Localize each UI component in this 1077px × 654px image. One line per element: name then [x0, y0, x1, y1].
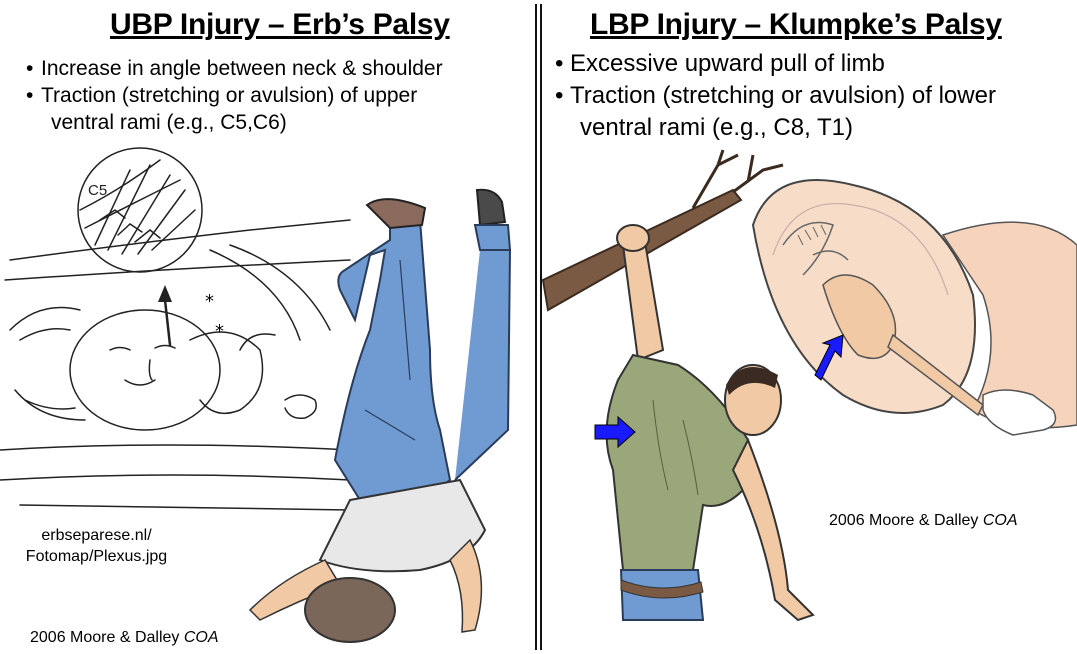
klumpkes-palsy-bullets: Excessive upward pull of limb Traction (… — [555, 48, 996, 144]
green-shirt — [605, 353, 750, 581]
hanging-arm — [731, 437, 815, 622]
left-credit: 2006 Moore & Dalley COA — [30, 629, 219, 646]
right-credit: 2006 Moore & Dalley COA — [829, 512, 1018, 529]
breech-delivery-illustration — [751, 179, 1077, 436]
svg-text:*: * — [215, 321, 224, 342]
svg-text:*: * — [205, 291, 214, 312]
erbs-palsy-bullets: Increase in angle between neck & shoulde… — [26, 55, 443, 136]
right-arm — [449, 538, 483, 633]
fallen-man-illustration — [248, 188, 512, 643]
jeans-legs — [333, 213, 452, 504]
right-boot — [475, 188, 507, 227]
man-head — [304, 577, 396, 643]
armpit-arrow-icon — [594, 415, 636, 449]
baby-head — [69, 309, 221, 431]
left-boot — [365, 198, 427, 230]
bullet-upper-rami-traction: Traction (stretching or avulsion) of upp… — [26, 82, 443, 136]
klumpkes-palsy-title: LBP Injury – Klumpke’s Palsy — [590, 8, 1002, 41]
traction-arrow-icon — [814, 334, 844, 381]
plexus-inset-circle — [77, 147, 203, 273]
bullet-upward-pull: Excessive upward pull of limb — [555, 48, 996, 80]
klumpkes-palsy-panel: LBP Injury – Klumpke’s Palsy Excessive u… — [541, 0, 1077, 654]
c5-label: C5 — [88, 182, 107, 199]
white-shirt — [318, 478, 487, 573]
panel-divider — [535, 4, 537, 650]
panel-divider — [540, 4, 542, 650]
erbs-palsy-title: UBP Injury – Erb’s Palsy — [110, 8, 450, 41]
bullet-neck-shoulder-angle: Increase in angle between neck & shoulde… — [26, 55, 443, 82]
image-source-url: erbseparese.nl/ Fotomap/Plexus.jpg — [25, 527, 168, 565]
bullet-lower-rami-traction: Traction (stretching or avulsion) of low… — [555, 80, 996, 144]
hanging-man-illustration — [541, 149, 815, 622]
erbs-palsy-panel: UBP Injury – Erb’s Palsy Increase in ang… — [0, 0, 533, 654]
newborn-delivery-sketch: * * C5 — [0, 147, 351, 511]
belt — [620, 579, 704, 599]
gloved-hand — [982, 389, 1057, 436]
